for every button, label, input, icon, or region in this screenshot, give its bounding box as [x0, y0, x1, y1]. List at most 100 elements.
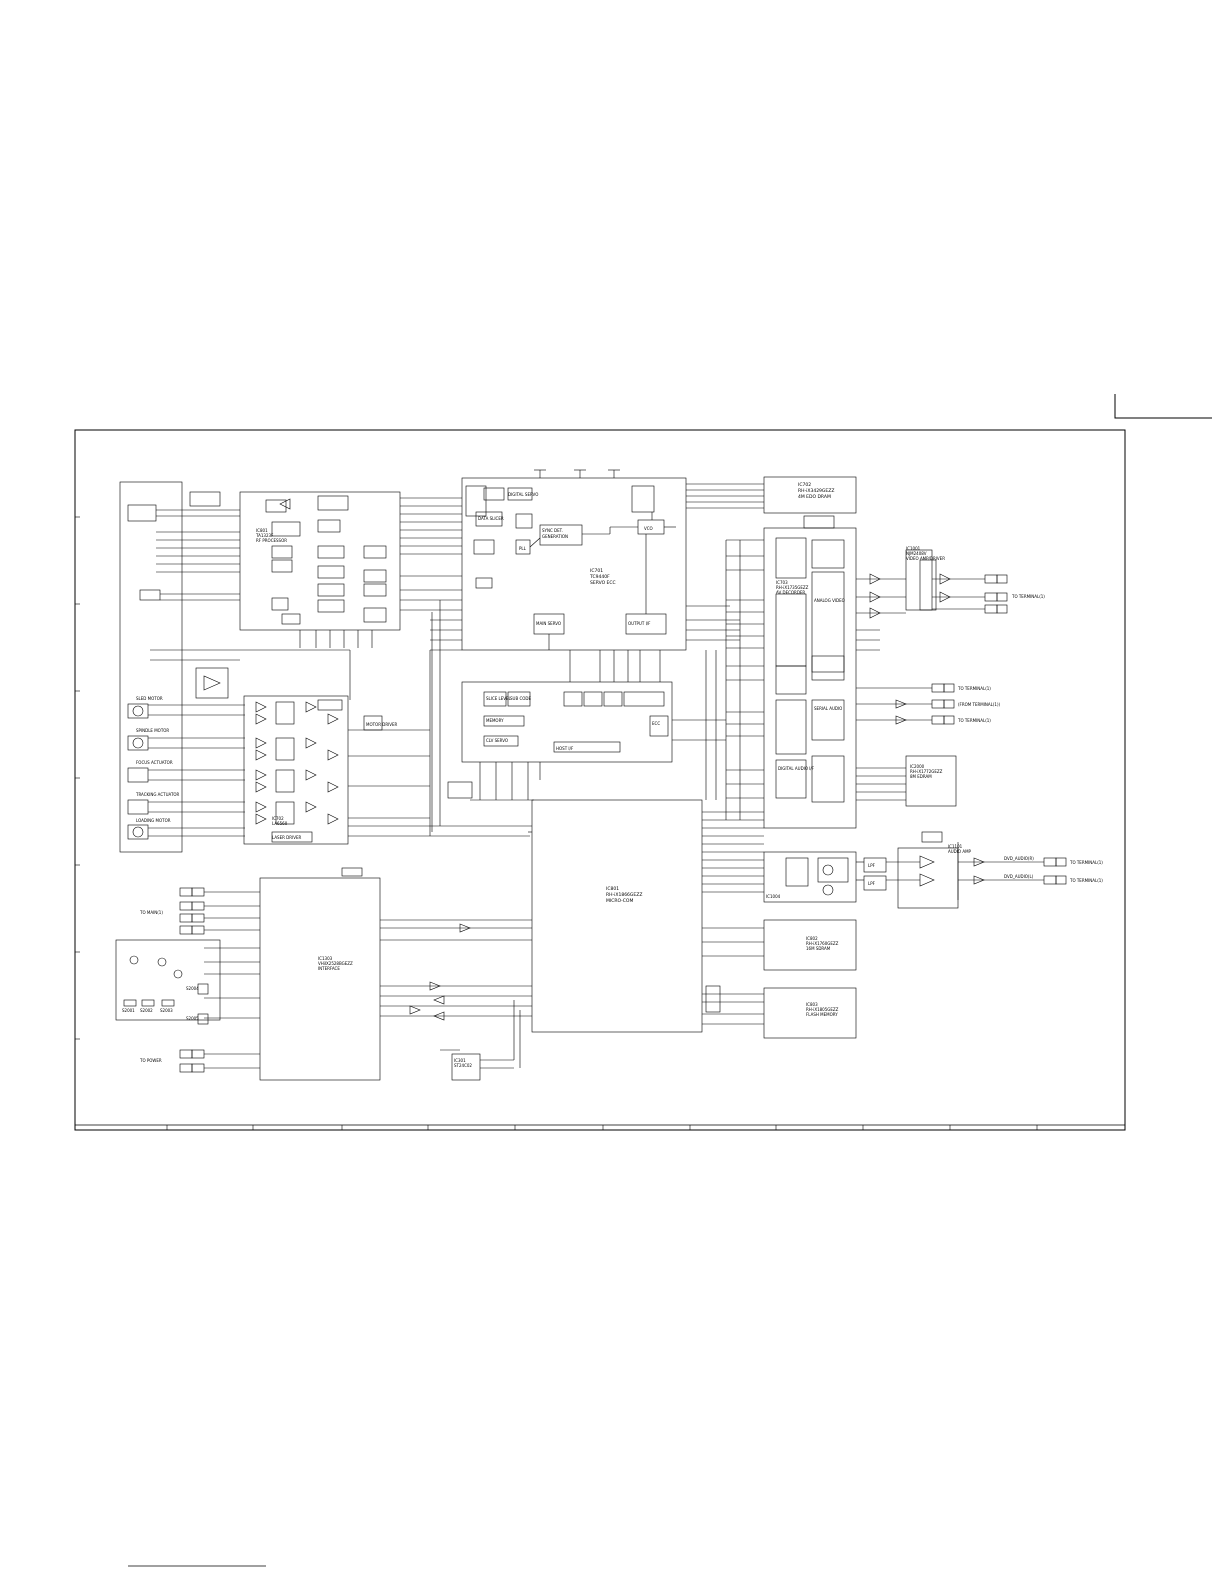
ic301-part: ST24C02	[454, 1063, 472, 1068]
lpf-label-2: LPF	[868, 881, 876, 886]
motor-driver-label: MOTOR DRIVER	[366, 722, 398, 727]
rf-to-servo-bus	[400, 497, 462, 651]
ic703-av-decoder	[763, 527, 857, 829]
host-if-label: HOST I/F	[556, 746, 574, 751]
micro-buffers	[409, 923, 471, 1021]
rf-internal-blocks	[271, 495, 387, 625]
generation-label: GENERATION	[542, 534, 568, 539]
ic1101-label: IC1101	[948, 844, 963, 849]
video-amp-symbols	[869, 573, 951, 619]
ic701-func: SERVO ECC	[590, 580, 616, 586]
eeprom-block	[447, 781, 473, 799]
interface-top-conn	[341, 867, 363, 877]
sync-det-label: SYNC DET.	[542, 528, 563, 533]
host-interface-block	[461, 681, 673, 763]
ic702-func: 4M EDO DRAM	[798, 494, 831, 500]
digital-audio-label: DIGITAL AUDIO I/F	[778, 766, 815, 771]
ic701-label: IC701	[590, 568, 603, 574]
analog-video-label: ANALOG VIDEO	[814, 598, 845, 603]
left-connectors	[179, 887, 205, 1073]
pickup-unit-box	[119, 481, 183, 853]
ic703-func: AV DECORDER	[776, 590, 805, 595]
switch-s2005: S2005	[186, 1016, 199, 1021]
ic702-label: IC702	[798, 482, 811, 488]
monitor-block	[139, 589, 161, 601]
switch-s2002: S2002	[140, 1008, 153, 1013]
ic1303-part: VHiIX2528BGEZZ	[318, 961, 353, 966]
driver-to-micro	[348, 650, 530, 837]
ic802-sdram	[763, 919, 857, 971]
ic801-part: TA1323F	[255, 533, 274, 538]
ic702-motor-driver	[243, 695, 349, 845]
motor-loading: LOADING MOTOR	[136, 818, 171, 823]
servo-internal-blocks	[465, 485, 667, 635]
ic2000-edram	[905, 755, 957, 807]
ic801b-part: RH-iX1866GEZZ	[606, 892, 642, 898]
motor-driver-amps	[255, 701, 339, 825]
control-leds	[129, 955, 183, 979]
switch-block	[271, 521, 301, 537]
video-driver	[919, 559, 937, 611]
rf-grounds	[299, 630, 373, 648]
ic702b-part: LA6560	[272, 821, 288, 826]
ic1303-label: IC1303	[318, 956, 333, 961]
motor-symbols	[127, 703, 149, 840]
audio-connectors	[1043, 857, 1067, 885]
ic1101-func: AUDIO AMP	[948, 849, 972, 854]
motor-focus: FOCUS ACTUATOR	[136, 760, 173, 765]
main-servo-label: MAIN SERVO	[536, 621, 561, 626]
apc-block	[195, 667, 229, 699]
video-out-wires	[856, 578, 985, 651]
ic1004-label: IC1004	[766, 894, 781, 899]
ic801-micro-com	[531, 799, 703, 1033]
ic301-label: IC301	[454, 1058, 466, 1063]
ic802-label: IC802	[806, 936, 818, 941]
ic801-label: IC801	[256, 528, 268, 533]
ic1001-label: IC1001	[906, 546, 921, 551]
diagram-frame	[74, 429, 1126, 1131]
host-internal-blocks	[483, 691, 669, 753]
micro-left-bus	[380, 919, 532, 1017]
apc-amp	[203, 675, 221, 691]
ic1001-func: VIDEO AMP/DRIVER	[906, 556, 945, 561]
micro-right-bus	[702, 811, 764, 1025]
audio-out-terminal-2: TO TERMINAL(1)	[1069, 878, 1103, 883]
audio-out-terminal-1: TO TERMINAL(1)	[1069, 860, 1103, 865]
pll-label: PLL	[519, 546, 527, 551]
ic2000-label: IC2000	[910, 764, 925, 769]
ic2000-part: RH-iX1772GEZZ	[910, 769, 943, 774]
host-bottom-wires	[470, 762, 541, 801]
ic1303-func: INTERFACE	[318, 966, 340, 971]
grid-col-ticks	[166, 1125, 1038, 1130]
audio-amp-symbols	[919, 855, 985, 887]
video-out-label: TO TERMINAL(1)	[1011, 594, 1045, 599]
digital-servo-label: DIGITAL SERVO	[508, 492, 538, 497]
to-terminal-label: TO TERMINAL(1)	[957, 686, 991, 691]
servo-top-wires	[534, 469, 620, 478]
dvd-control-unit	[115, 939, 221, 1021]
ic1004-dac	[763, 851, 857, 903]
to-terminal-label-2: TO TERMINAL(1)	[957, 718, 991, 723]
memory-label: MEMORY	[486, 718, 504, 723]
laser-driver-label: LASER DRIVER	[272, 835, 301, 840]
ic801b-func: MICRO-COM	[606, 898, 633, 904]
power-control-block	[189, 491, 221, 507]
servo-internal-wires	[529, 512, 676, 650]
ic703-label: IC703	[776, 580, 788, 585]
slice-level-label: SLICE LEVEL	[486, 696, 512, 701]
ic301-eeprom	[451, 1053, 481, 1081]
ic801-rf-processor	[239, 491, 401, 631]
switch-s2004: S2004	[186, 986, 199, 991]
edram-wires	[856, 767, 906, 801]
switch-s2001: S2001	[122, 1008, 135, 1013]
motor-driver-blocks	[271, 699, 383, 843]
audio-out-wires	[856, 842, 1044, 900]
to-main-label: TO MAIN(1)	[139, 910, 163, 915]
sub-code-label: SUB CODE	[510, 696, 532, 701]
vco-label: VCO	[644, 526, 653, 531]
from-terminal-label: (FROM TERMINAL(1))	[958, 702, 1001, 707]
corner-mark	[1114, 394, 1212, 419]
to-power-label: TO POWER	[139, 1058, 162, 1063]
terminal-wires	[856, 687, 932, 725]
decoder-left-bus	[725, 539, 764, 820]
